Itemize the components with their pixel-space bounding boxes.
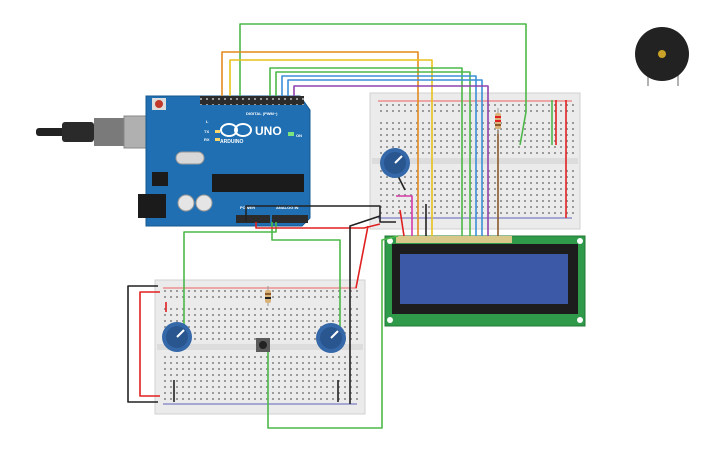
on-led	[288, 132, 294, 136]
wire-purple[interactable]	[293, 85, 489, 236]
microcontroller-chip	[212, 174, 304, 192]
on-label: ON	[296, 133, 302, 138]
wire-pink[interactable]	[396, 195, 413, 236]
arduino-logo	[220, 123, 252, 137]
analog-header[interactable]	[272, 215, 308, 223]
wire-blue[interactable]	[281, 75, 477, 236]
wire-green[interactable]	[239, 23, 527, 146]
rx-label: RX	[204, 137, 210, 142]
potentiometer-left[interactable]	[162, 322, 192, 352]
rx-led	[215, 138, 220, 141]
wire-black[interactable]	[127, 285, 158, 403]
model-label: UNO	[255, 124, 282, 138]
voltage-regulator	[152, 172, 168, 186]
lcd-screen	[400, 254, 568, 304]
lcd-pin-header[interactable]	[396, 236, 512, 243]
wire-red[interactable]	[139, 291, 160, 397]
arduino-uno-board[interactable]: UNO ARDUINO DIGITAL (PWM~) POWER ANALOG …	[138, 95, 311, 227]
wire-orange[interactable]	[221, 51, 419, 236]
wire-green[interactable]	[275, 71, 471, 236]
lcd-16x2[interactable]	[384, 235, 586, 327]
tx-led	[215, 130, 220, 133]
potentiometer-top[interactable]	[380, 148, 410, 178]
power-jack[interactable]	[138, 194, 166, 218]
potentiometer-right[interactable]	[316, 323, 346, 353]
wire-yellow[interactable]	[229, 59, 433, 236]
pushbutton[interactable]	[256, 338, 270, 352]
crystal	[175, 151, 205, 165]
resistor-bottom[interactable]	[265, 286, 271, 306]
capacitor	[195, 194, 213, 212]
wire-red[interactable]	[399, 209, 405, 237]
tx-label: TX	[204, 129, 209, 134]
wire-red[interactable]	[255, 222, 381, 229]
wire-green[interactable]	[271, 222, 341, 330]
wire-black[interactable]	[245, 205, 396, 223]
wire-green[interactable]	[183, 222, 277, 330]
piezo-buzzer[interactable]	[635, 27, 689, 86]
power-header[interactable]	[236, 215, 270, 223]
resistor-top[interactable]	[495, 108, 501, 134]
power-label: POWER	[240, 205, 255, 210]
analog-label: ANALOG IN	[276, 205, 299, 210]
usb-cable[interactable]	[36, 115, 151, 149]
capacitor	[177, 194, 195, 212]
digital-label: DIGITAL (PWM~)	[246, 111, 278, 116]
l-label: L	[206, 119, 209, 124]
wire-green[interactable]	[269, 67, 463, 236]
brand-label: ARDUINO	[220, 139, 243, 145]
wire-blue[interactable]	[287, 79, 483, 236]
wire-green[interactable]	[267, 235, 399, 429]
